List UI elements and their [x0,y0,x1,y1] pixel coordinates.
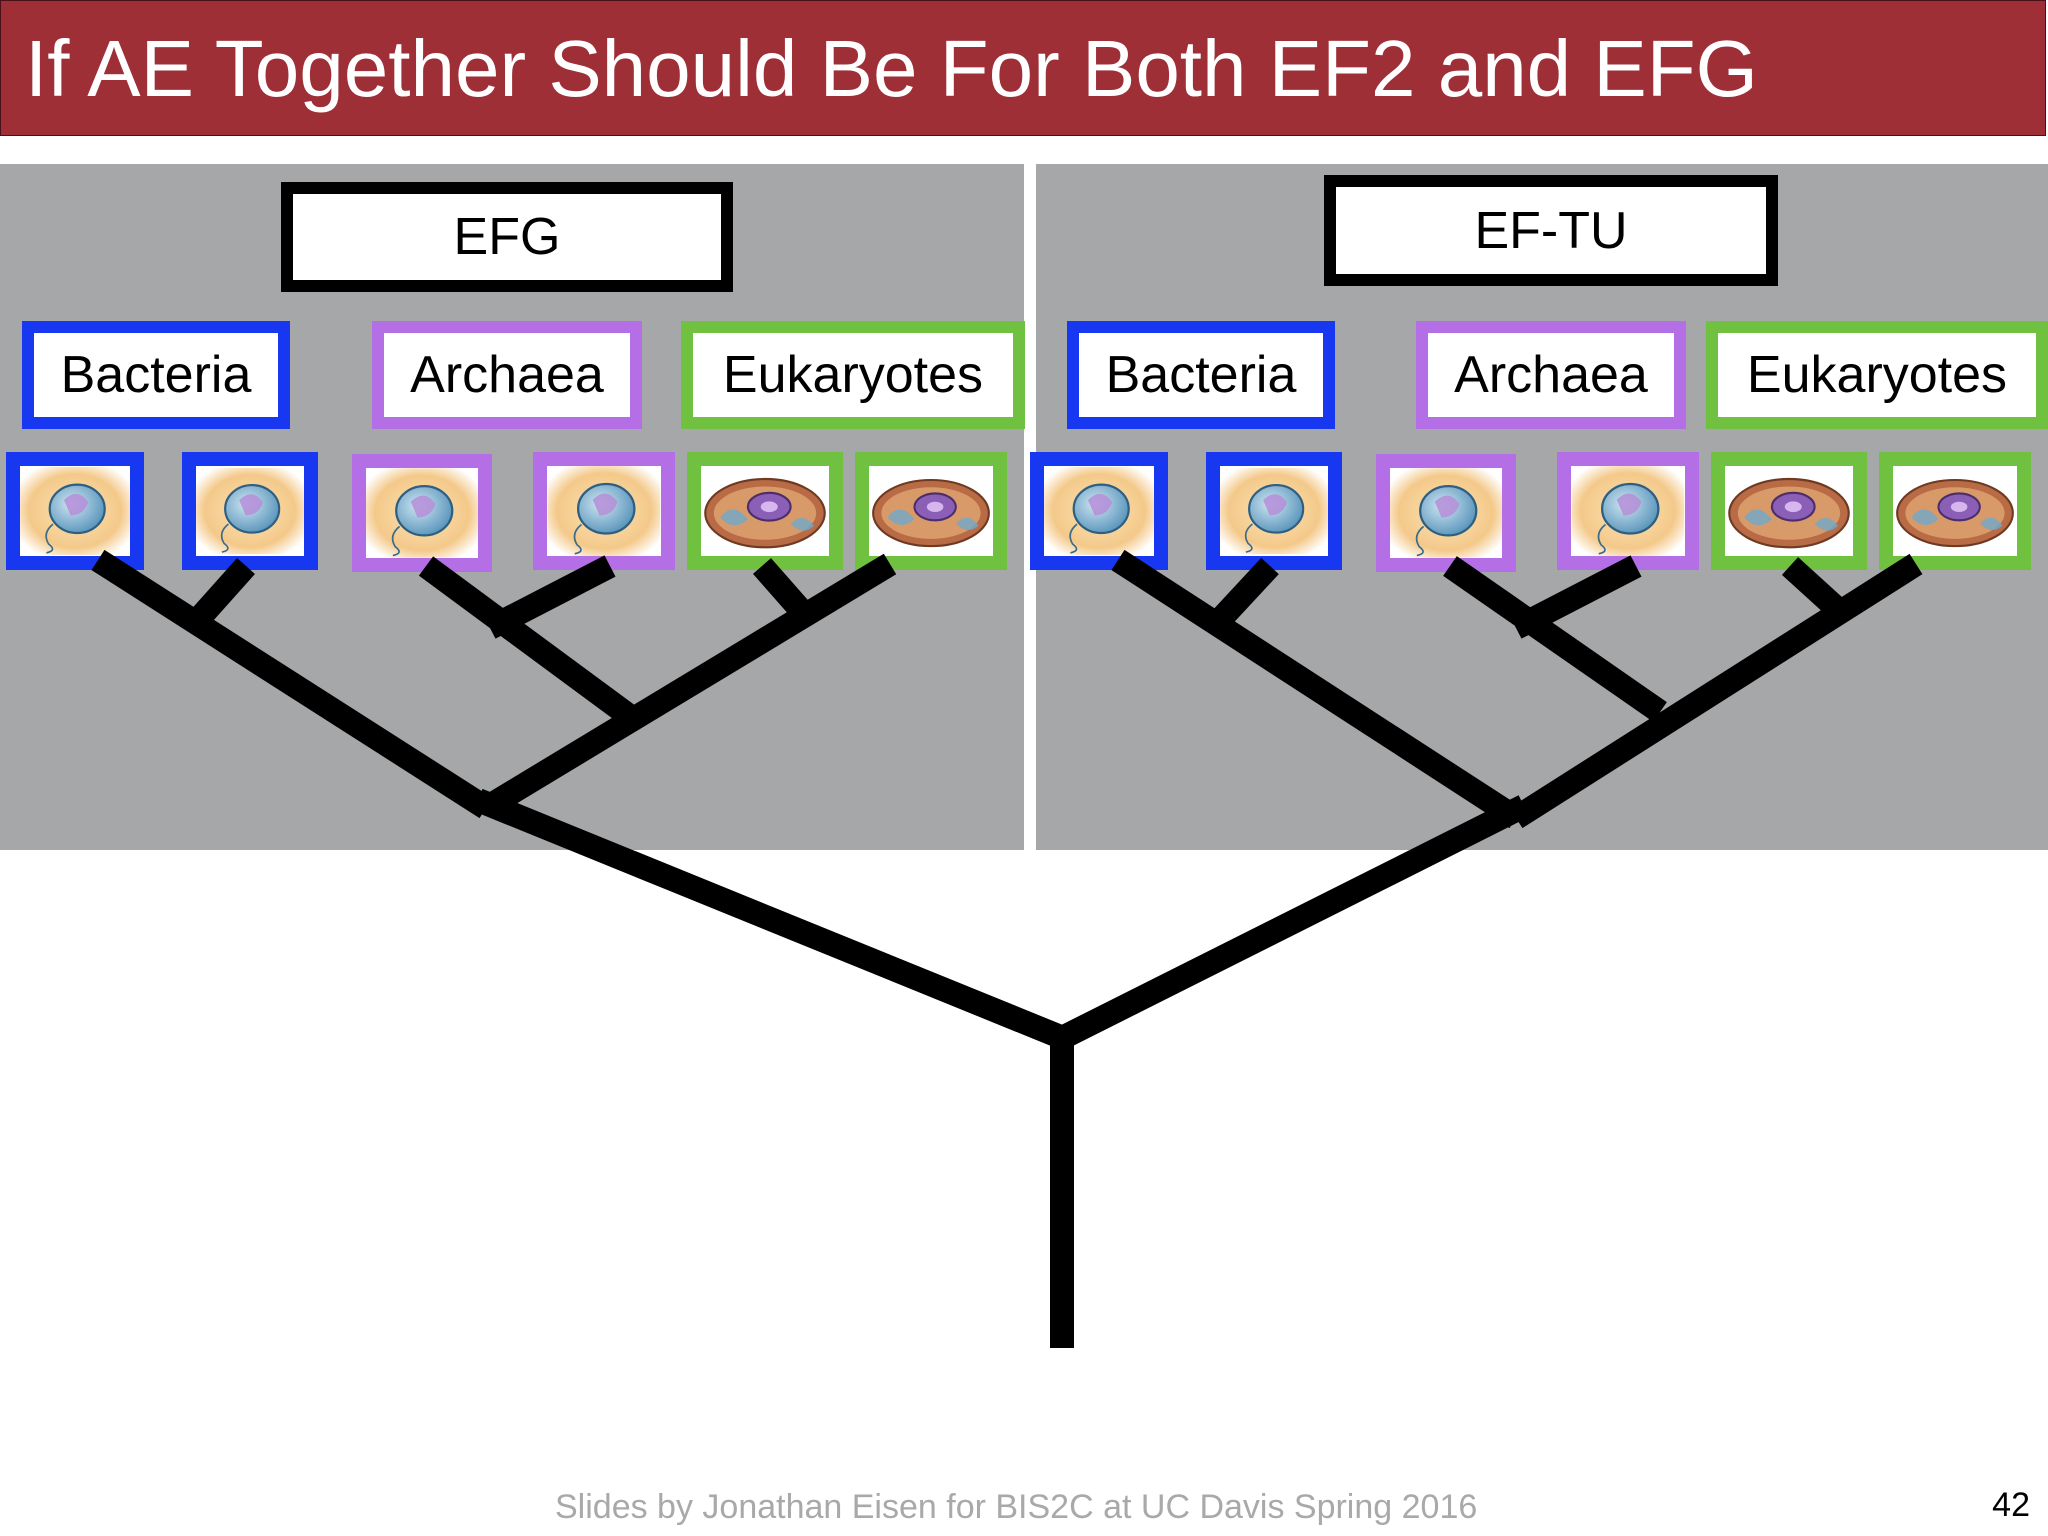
prokaryote-cell-icon [20,466,130,556]
prokaryote-cell-icon [1390,468,1502,558]
domain-box-bacteria-left: Bacteria [22,321,290,429]
eukaryote-cell-icon [701,466,829,556]
eukaryote-cell-icon [1725,466,1853,556]
gene-label-ef-tu: EF-TU [1324,175,1778,286]
title-bar: If AE Together Should Be For Both EF2 an… [0,0,2046,136]
eukaryote-cell-icon [1893,466,2017,556]
prokaryote-cell-icon [1220,466,1328,556]
slide-footer: Slides by Jonathan Eisen for BIS2C at UC… [555,1488,1478,1526]
prokaryote-cell-icon [547,466,661,556]
leaf-bacteria-2-right [1206,452,1342,570]
domain-box-archaea-left: Archaea [372,321,642,429]
leaf-archaea-1-right [1376,454,1516,572]
leaf-eukaryote-1-left [687,452,843,570]
leaf-bacteria-1-right [1030,452,1168,570]
domain-box-bacteria-right: Bacteria [1067,321,1335,429]
prokaryote-cell-icon [196,466,304,556]
gene-label-efg: EFG [281,182,733,292]
leaf-bacteria-2-left [182,452,318,570]
slide-title: If AE Together Should Be For Both EF2 an… [25,24,1758,113]
domain-box-eukaryotes-right: Eukaryotes [1706,321,2048,429]
domain-box-archaea-right: Archaea [1416,321,1686,429]
prokaryote-cell-icon [1571,466,1685,556]
prokaryote-cell-icon [366,468,478,558]
leaf-eukaryote-1-right [1711,452,1867,570]
leaf-archaea-2-left [533,452,675,570]
leaf-archaea-2-right [1557,452,1699,570]
eukaryote-cell-icon [869,466,993,556]
leaf-bacteria-1-left [6,452,144,570]
leaf-eukaryote-2-left [855,452,1007,570]
page-number: 42 [1992,1486,2030,1524]
leaf-archaea-1-left [352,454,492,572]
prokaryote-cell-icon [1044,466,1154,556]
domain-box-eukaryotes-left: Eukaryotes [681,321,1025,429]
leaf-eukaryote-2-right [1879,452,2031,570]
